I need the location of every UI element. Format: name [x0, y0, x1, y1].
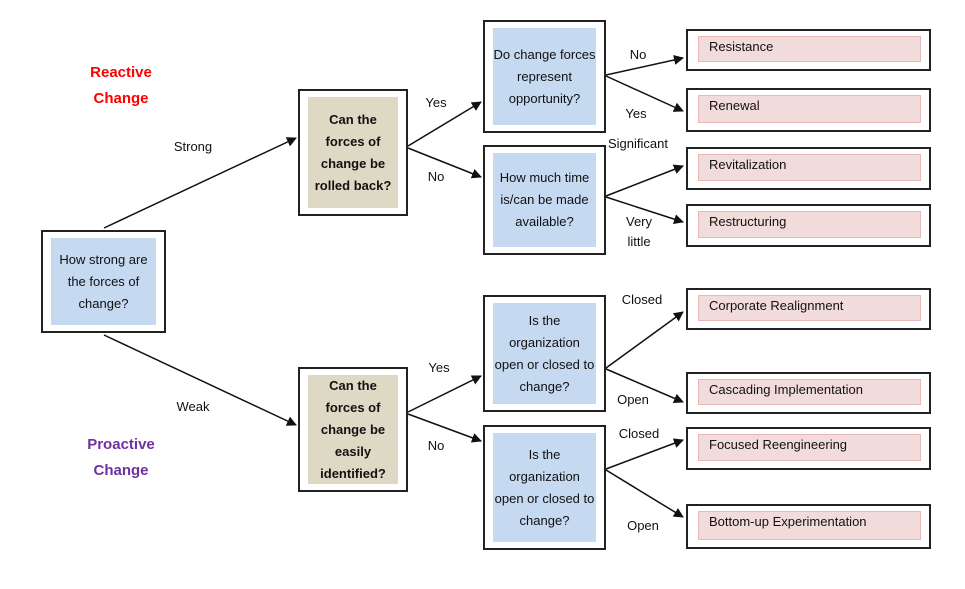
outcome-renewal-text: Renewal	[698, 95, 921, 123]
outcome-revitalization-text: Revitalization	[698, 154, 921, 181]
open-closed-question-text-2: Is the organization open or closed to ch…	[493, 433, 596, 542]
outcome-bottom-up-experimentation-text: Bottom-up Experimentation	[698, 511, 921, 540]
identified-decision-box: Can the forces of change be easily ident…	[298, 367, 408, 492]
open-closed-question-box-2: Is the organization open or closed to ch…	[483, 425, 606, 550]
outcome-focused-reengineering-text: Focused Reengineering	[698, 434, 921, 461]
arrow-top-no	[407, 147, 482, 179]
top-yes-label: Yes	[425, 95, 447, 110]
arrow-strong	[103, 137, 297, 229]
very-little-label: Very little	[625, 214, 652, 249]
identified-decision-text: Can the forces of change be easily ident…	[308, 375, 398, 484]
outcome-restructuring-box: Restructuring	[686, 204, 931, 247]
open-closed-question-text-1: Is the organization open or closed to ch…	[493, 303, 596, 404]
reactive-change-header: Reactive Change	[90, 64, 152, 107]
bottom-yes-label: Yes	[428, 360, 450, 375]
outcome-focused-reengineering-box: Focused Reengineering	[686, 427, 931, 470]
arrow-opp-yes	[605, 75, 684, 112]
open-closed-question-box-1: Is the organization open or closed to ch…	[483, 295, 606, 412]
arrow-very-little	[605, 196, 684, 224]
proactive-change-header: Proactive Change	[87, 436, 155, 479]
opportunity-question-text: Do change forces represent opportunity?	[493, 28, 596, 125]
open-label-2: Open	[627, 518, 659, 533]
arrow-significant	[605, 164, 684, 197]
outcome-resistance-text: Resistance	[698, 36, 921, 62]
outcome-cascading-implementation-box: Cascading Implementation	[686, 372, 931, 414]
root-question-box: How strong are the forces of change?	[41, 230, 166, 333]
closed-label-2: Closed	[618, 426, 660, 441]
outcome-corporate-realignment-box: Corporate Realignment	[686, 288, 931, 330]
strong-label: Strong	[173, 139, 213, 154]
arrow-open-1	[605, 368, 684, 404]
root-question-text: How strong are the forces of change?	[51, 238, 156, 325]
outcome-corporate-realignment-text: Corporate Realignment	[698, 295, 921, 321]
closed-label-1: Closed	[621, 292, 663, 307]
time-question-box: How much time is/can be made available?	[483, 145, 606, 255]
weak-label: Weak	[176, 399, 210, 414]
arrow-top-yes	[407, 101, 482, 147]
outcome-resistance-box: Resistance	[686, 29, 931, 71]
outcome-revitalization-box: Revitalization	[686, 147, 931, 190]
arrow-bot-yes	[407, 375, 482, 413]
rolled-back-decision-box: Can the forces of change be rolled back?	[298, 89, 408, 216]
arrow-opp-no	[605, 55, 684, 76]
opportunity-yes-label: Yes	[625, 106, 647, 121]
time-question-text: How much time is/can be made available?	[493, 153, 596, 247]
open-label-1: Open	[617, 392, 649, 407]
rolled-back-decision-text: Can the forces of change be rolled back?	[308, 97, 398, 208]
outcome-restructuring-text: Restructuring	[698, 211, 921, 238]
outcome-bottom-up-experimentation-box: Bottom-up Experimentation	[686, 504, 931, 549]
significant-label: Significant	[608, 136, 668, 151]
arrow-bot-no	[407, 413, 482, 443]
opportunity-question-box: Do change forces represent opportunity?	[483, 20, 606, 133]
top-no-label: No	[427, 169, 445, 184]
bottom-no-label: No	[427, 438, 445, 453]
outcome-cascading-implementation-text: Cascading Implementation	[698, 379, 921, 405]
arrow-weak	[103, 334, 297, 426]
outcome-renewal-box: Renewal	[686, 88, 931, 132]
arrow-closed-2	[605, 438, 684, 470]
arrow-open-2	[605, 469, 684, 518]
arrow-closed-1	[605, 311, 684, 369]
opportunity-no-label: No	[629, 47, 647, 62]
